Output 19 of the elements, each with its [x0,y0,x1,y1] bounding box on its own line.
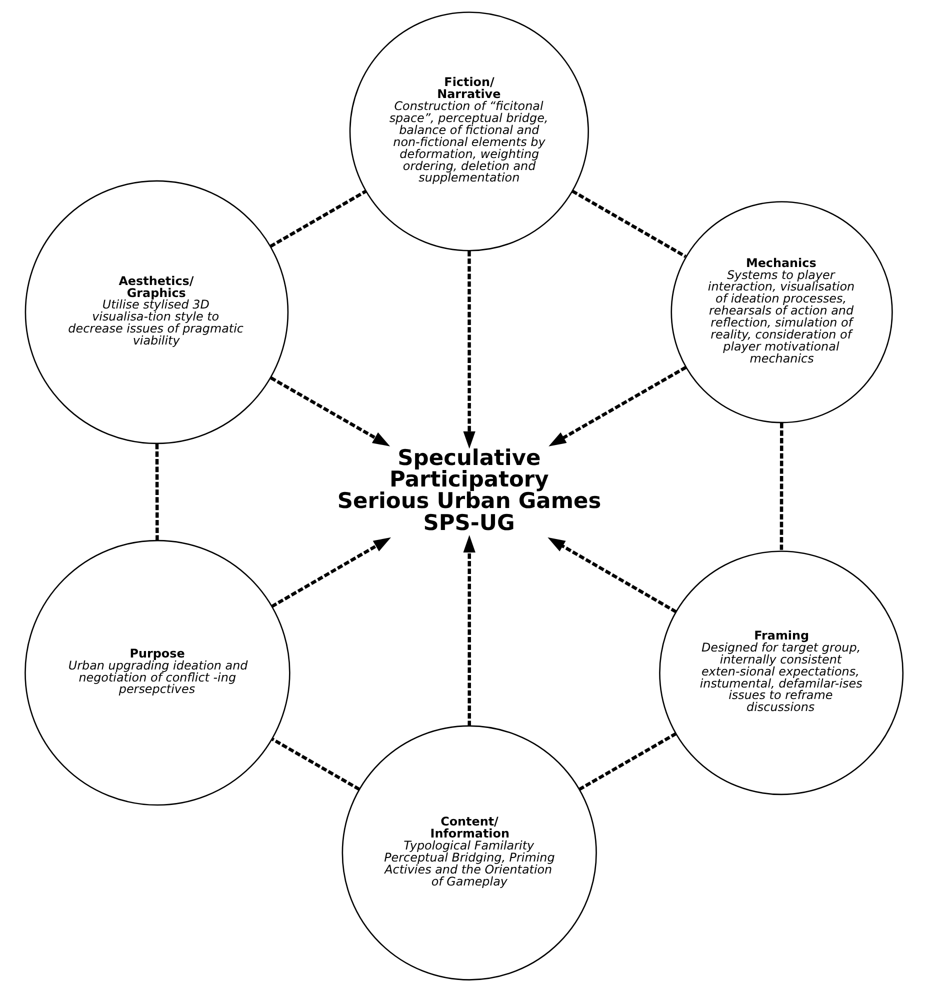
node-circle: Aesthetics/ Graphics Utilise stylised 3D visualisa-tion style to decrease issues of pragmatic viability [24,180,288,444]
arrow [548,366,686,446]
arrow [462,251,475,449]
connector [154,444,158,541]
arrow [547,537,676,614]
node-circle: Content/ Information Typological Familarity Perceptual Bridging, Priming Activies and the Orientation of Gameplay [341,725,596,980]
node-circle: Framing Designed for target group, internally consistent exten-sional expectations, instumental, defamilar-ises issues to reframe discussions [658,550,904,796]
arrow [270,537,390,608]
node-circle: Fiction/ Narrative Construction of “ficitonal space”, perceptual bridge, balance of fictional and non-fictional elements by deformation, weighting ordering, deletion and supplementation [348,12,588,252]
node-circle: Mechanics Systems to player interaction, visualisation of ideation processes, rehearsals of action and reflection, simulation of reality, consideration of player motivational mechanics [670,201,892,424]
node-circle: Purpose Urban upgrading ideation and negotiation of conflict -ing persepctives [24,540,290,806]
connector [578,732,676,791]
connector [779,422,783,552]
arrow [462,535,475,726]
connector [571,190,686,258]
connector [270,738,360,791]
arrow [270,376,390,446]
connector [269,190,366,248]
node-text: Speculative Participatory Serious Urban Games SPS-UG [336,446,601,536]
